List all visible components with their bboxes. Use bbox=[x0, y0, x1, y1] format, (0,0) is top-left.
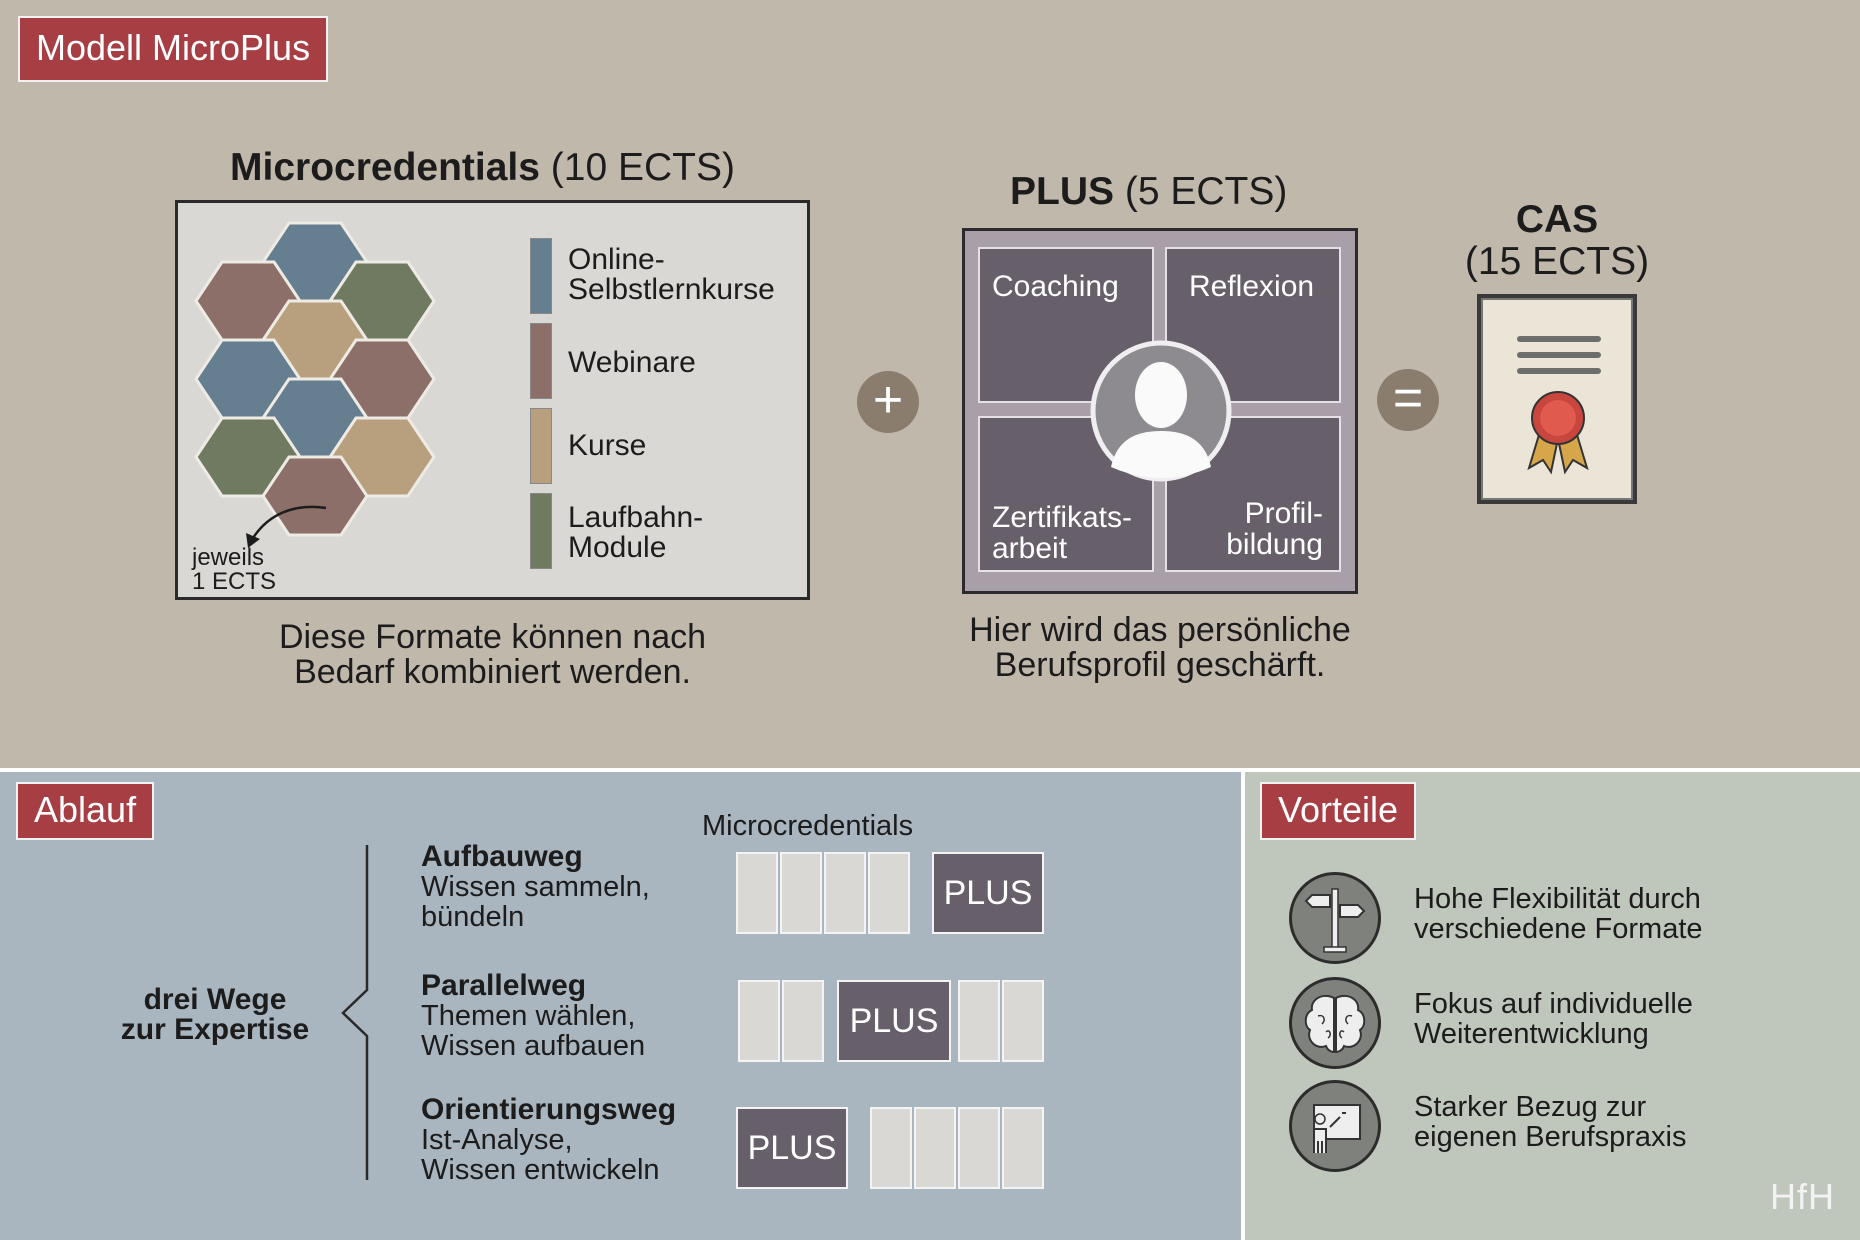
certificate-paper bbox=[1481, 298, 1633, 500]
advantage-flexibility-line1: Hohe Flexibilität durch bbox=[1414, 883, 1701, 915]
legend-online-line1: Online- bbox=[568, 243, 665, 276]
microcredential-cell bbox=[1002, 1107, 1044, 1189]
legend-swatch-kurse bbox=[530, 408, 552, 484]
plus-heading-ects: (5 ECTS) bbox=[1114, 170, 1288, 213]
microcredential-cell bbox=[824, 852, 866, 934]
ablauf-title-label: Ablauf bbox=[16, 782, 155, 840]
group-label: drei Wege zur Expertise bbox=[100, 985, 330, 1045]
model-title-label: Modell MicroPlus bbox=[18, 16, 329, 82]
hfh-logo: HfH bbox=[1770, 1176, 1835, 1217]
legend-swatch-laufbahn bbox=[530, 493, 552, 569]
microcredentials-caption-line1: Diese Formate können nach bbox=[278, 618, 707, 656]
legend-laufbahn-line2: Module bbox=[568, 531, 667, 564]
legend-kurse: Kurse bbox=[568, 429, 647, 462]
quadrant-coaching: Coaching bbox=[978, 247, 1154, 403]
certificate-icon bbox=[1477, 294, 1637, 504]
microcredential-cell bbox=[736, 852, 778, 934]
way-aufbauweg-line1: Wissen sammeln, bbox=[421, 871, 650, 903]
way-aufbauweg-line2: bündeln bbox=[421, 901, 525, 933]
microcredential-cell bbox=[958, 980, 1000, 1062]
quadrant-reflexion-label: Reflexion bbox=[1189, 270, 1315, 303]
way-aufbauweg-title: Aufbauweg bbox=[421, 840, 583, 873]
ects-note-line2: 1 ECTS bbox=[192, 568, 277, 595]
legend-swatch-webinare bbox=[530, 323, 552, 399]
microcredential-cell bbox=[868, 852, 910, 934]
microcredential-cell bbox=[1002, 980, 1044, 1062]
microcredentials-heading-ects: (10 ECTS) bbox=[539, 146, 735, 189]
microcredential-cell bbox=[782, 980, 824, 1062]
way-parallelweg-title: Parallelweg bbox=[421, 969, 587, 1002]
way-orientierungsweg-line1: Ist-Analyse, bbox=[421, 1124, 573, 1156]
way-parallelweg-line2: Wissen aufbauen bbox=[421, 1030, 646, 1062]
plus-box-orientierungsweg: PLUS bbox=[736, 1107, 848, 1189]
plus-box-aufbauweg: PLUS bbox=[932, 852, 1044, 934]
legend-laufbahn-line1: Laufbahn- bbox=[568, 501, 704, 534]
certificate-graphic bbox=[1517, 336, 1601, 475]
microcredential-cell bbox=[914, 1107, 956, 1189]
legend-webinare: Webinare bbox=[568, 346, 696, 379]
way-orientierungsweg-title: Orientierungsweg bbox=[421, 1093, 677, 1126]
legend-swatch-online bbox=[530, 238, 552, 314]
plus-heading: PLUS (5 ECTS) bbox=[1010, 170, 1287, 214]
advantage-flexibility-line2: verschiedene Formate bbox=[1414, 913, 1703, 945]
quadrant-zertifikatsarbeit-line1: Zertifikats- bbox=[992, 501, 1133, 534]
advantage-focus-line1: Fokus auf individuelle bbox=[1414, 988, 1693, 1020]
hexagon-webinar bbox=[261, 455, 369, 537]
advantage-practice-line1: Starker Bezug zur bbox=[1414, 1091, 1647, 1123]
quadrant-coaching-label: Coaching bbox=[992, 270, 1119, 303]
plus-box-parallelweg: PLUS bbox=[837, 980, 951, 1062]
microcredentials-heading-bold: Microcredentials bbox=[230, 146, 540, 189]
plus-sign-icon: + bbox=[857, 371, 919, 433]
equals-sign-icon: = bbox=[1377, 369, 1439, 431]
person-icon bbox=[1090, 340, 1232, 482]
curved-arrow bbox=[251, 505, 327, 539]
teacher-board-icon bbox=[1289, 1080, 1381, 1172]
plus-heading-bold: PLUS bbox=[1010, 170, 1115, 213]
arrow-head bbox=[246, 533, 260, 548]
quadrant-profilbildung-line1: Profil- bbox=[1244, 497, 1323, 530]
cas-heading-bold: CAS bbox=[1515, 198, 1599, 241]
quadrant-profilbildung-line2: bildung bbox=[1226, 528, 1323, 561]
microcredentials-box: Online- Selbstlernkurse Webinare Kurse L… bbox=[175, 200, 810, 600]
microcredential-cell bbox=[870, 1107, 912, 1189]
microcredential-cell bbox=[958, 1107, 1000, 1189]
curly-brace bbox=[341, 845, 369, 1180]
way-orientierungsweg-line2: Wissen entwickeln bbox=[421, 1154, 660, 1186]
plus-box: Coaching Reflexion Zertifikats- arbeit P… bbox=[962, 228, 1358, 594]
brain-icon bbox=[1289, 977, 1381, 1069]
plus-caption-line1: Hier wird das persönliche bbox=[969, 611, 1351, 649]
quadrant-profilbildung: Profil- bildung bbox=[1165, 416, 1341, 572]
ects-note-line1: jeweils bbox=[192, 544, 265, 571]
microcredential-cell bbox=[780, 852, 822, 934]
advantage-practice-line2: eigenen Berufspraxis bbox=[1414, 1121, 1687, 1153]
microcredentials-caption-line2: Bedarf kombiniert werden. bbox=[294, 653, 691, 691]
signpost-icon bbox=[1289, 872, 1381, 964]
group-label-line1: drei Wege bbox=[143, 983, 287, 1016]
vorteile-title-label: Vorteile bbox=[1260, 782, 1417, 840]
legend-online-line2: Selbstlernkurse bbox=[568, 273, 775, 306]
microcredential-cell bbox=[738, 980, 780, 1062]
advantage-focus-line2: Weiterentwicklung bbox=[1414, 1018, 1649, 1050]
plus-caption-line2: Berufsprofil geschärft. bbox=[994, 646, 1326, 684]
way-parallelweg-line1: Themen wählen, bbox=[421, 1000, 636, 1032]
quadrant-zertifikatsarbeit-line2: arbeit bbox=[992, 532, 1068, 565]
column-label-microcredentials: Microcredentials bbox=[702, 810, 914, 842]
hexagon-cluster bbox=[194, 221, 436, 548]
cas-heading-ects: (15 ECTS) bbox=[1464, 240, 1650, 283]
microcredentials-heading: Microcredentials (10 ECTS) bbox=[230, 146, 735, 190]
group-label-line2: zur Expertise bbox=[120, 1013, 310, 1046]
